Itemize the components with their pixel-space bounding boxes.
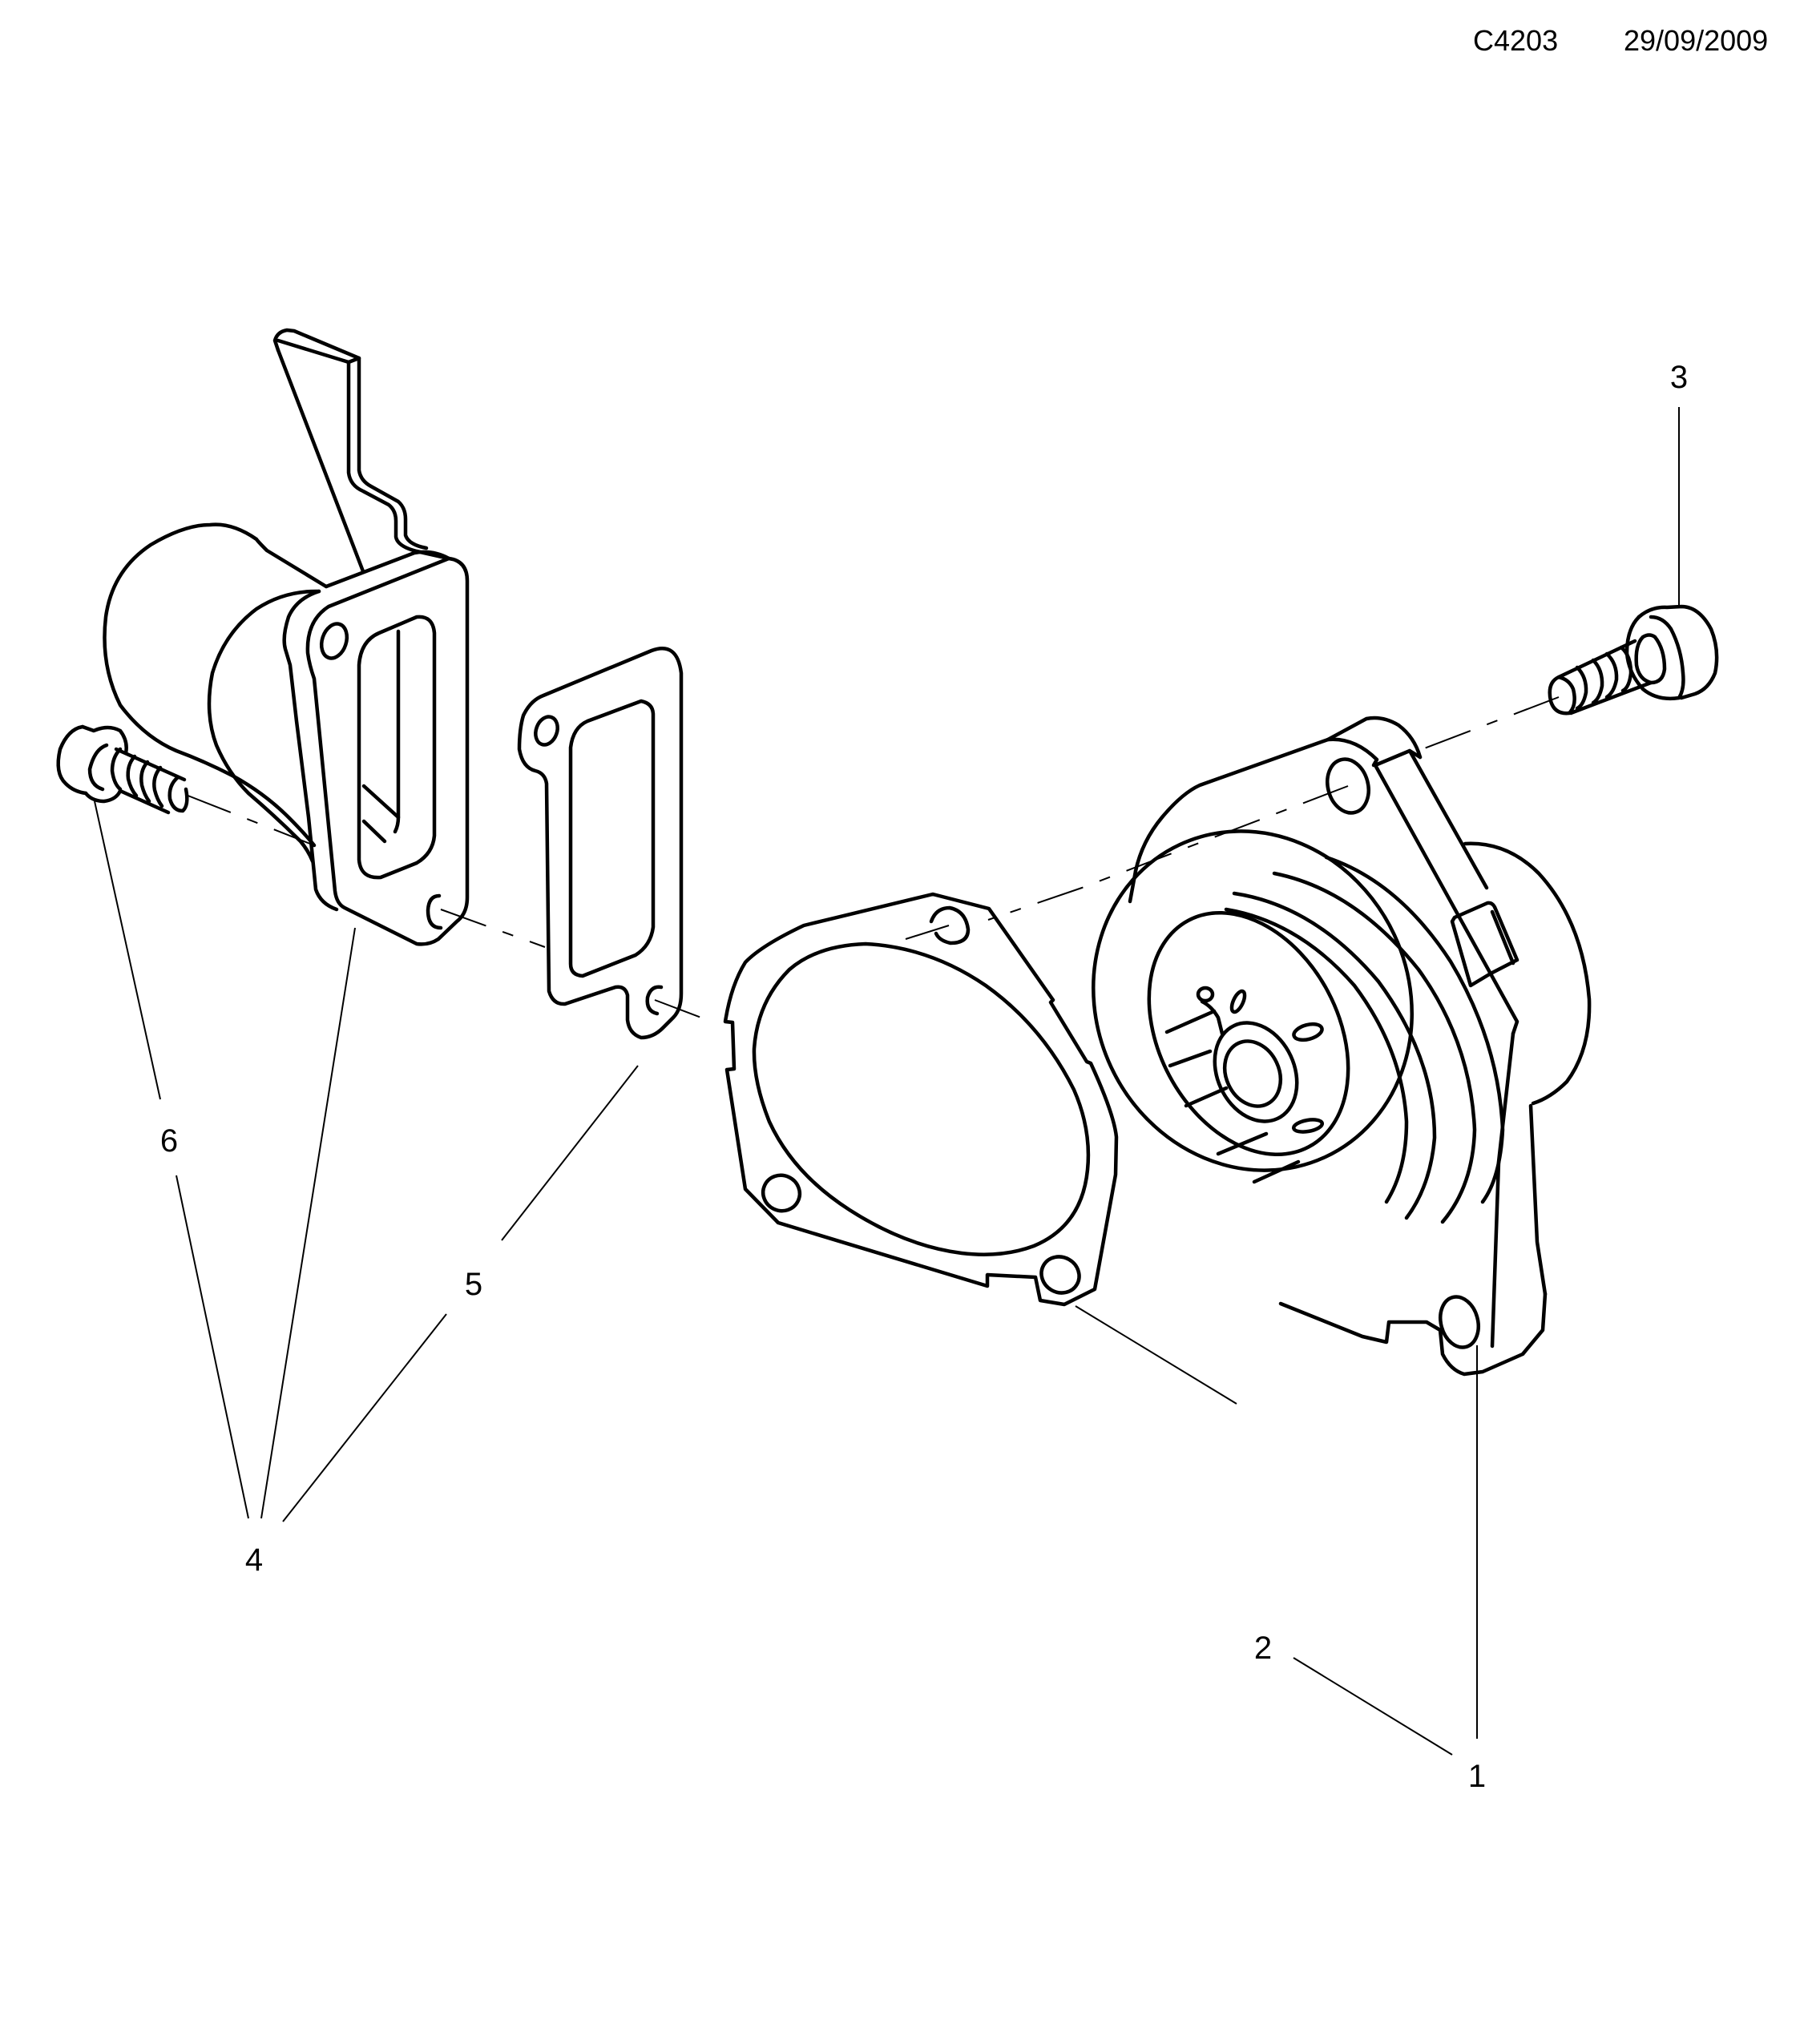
bolt-part-6[interactable] — [56, 724, 189, 815]
callout-3: 3 — [1670, 360, 1688, 395]
diagram-code: C4203 — [1473, 24, 1559, 57]
diagram-date: 29/09/2009 — [1624, 24, 1769, 57]
thermostat-housing[interactable] — [103, 328, 470, 946]
callout-5: 5 — [465, 1267, 482, 1302]
water-pump-part-1[interactable] — [1038, 716, 1592, 1377]
assembly-axis-lines — [185, 696, 1560, 1020]
water-pump-gasket-part-2[interactable] — [723, 892, 1119, 1307]
bolt-part-3[interactable] — [1548, 604, 1719, 716]
callout-4: 4 — [245, 1542, 263, 1578]
leader-lines — [94, 407, 1680, 1756]
callout-2: 2 — [1254, 1631, 1272, 1666]
callout-labels: 3 6 5 4 2 1 — [160, 360, 1688, 1794]
thermostat-gasket-part-5[interactable] — [517, 646, 684, 1040]
callout-1: 1 — [1468, 1759, 1486, 1794]
callout-6: 6 — [160, 1123, 178, 1159]
